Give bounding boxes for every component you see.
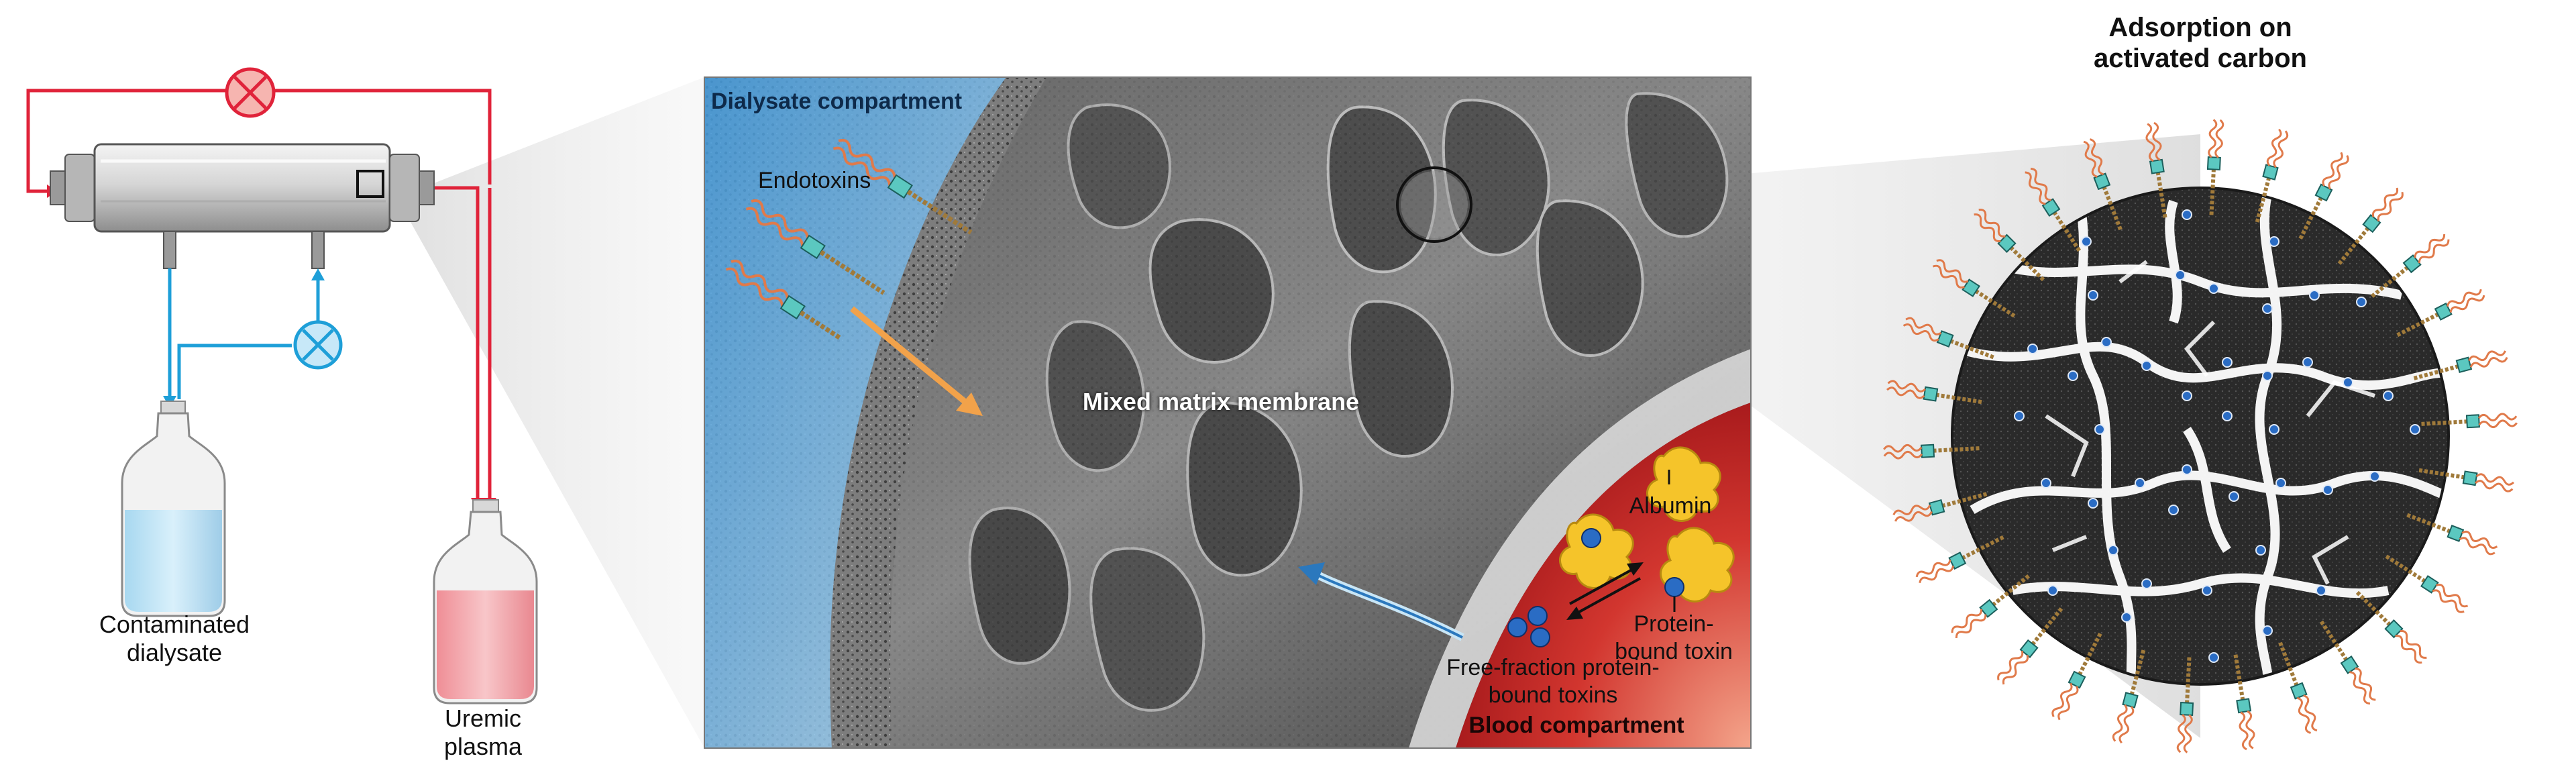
endotoxin-icon bbox=[2355, 590, 2427, 664]
endotoxin-icon bbox=[2396, 289, 2485, 337]
label-blood-compartment: Blood compartment bbox=[1468, 713, 1684, 738]
endotoxin-icon bbox=[1932, 259, 2016, 318]
dialyzer-cartridge-icon bbox=[50, 143, 435, 269]
label-endotoxins: Endotoxins bbox=[758, 168, 871, 193]
activated-carbon-sphere bbox=[1883, 119, 2518, 753]
endotoxin-icon bbox=[2278, 641, 2318, 734]
endotoxin-icon bbox=[2418, 468, 2514, 492]
albumin-group bbox=[1507, 446, 1735, 647]
label-dialysate-compartment: Dialysate compartment bbox=[711, 89, 963, 114]
sem-frame bbox=[704, 76, 1752, 749]
membrane-sem-panel bbox=[704, 77, 1751, 748]
endotoxin-icon bbox=[2112, 649, 2146, 744]
label-uremic-plasma: Uremic plasma bbox=[443, 704, 523, 761]
label-mixed-matrix-membrane: Mixed matrix membrane bbox=[1082, 388, 1360, 415]
endotoxin-icon bbox=[2083, 138, 2123, 231]
endotoxin-group bbox=[725, 138, 983, 416]
transport-arrow bbox=[1298, 562, 1464, 641]
endotoxin-icon bbox=[2319, 620, 2376, 705]
endotoxin-icon bbox=[2145, 121, 2167, 218]
pump-valve-icon bbox=[225, 67, 276, 118]
endotoxin-icon bbox=[2421, 413, 2518, 429]
endotoxin-icon bbox=[1886, 380, 1982, 405]
endotoxin-icon bbox=[1951, 574, 2030, 638]
dialysis-circuit bbox=[26, 67, 538, 704]
endotoxin-icon bbox=[2385, 554, 2469, 613]
endotoxin-icon bbox=[2298, 152, 2349, 240]
endotoxin-icon bbox=[1974, 209, 2045, 282]
endotoxin-icon bbox=[2051, 632, 2102, 721]
endotoxin-icon bbox=[1902, 317, 1994, 360]
label-contaminated-dialysate: Contaminated dialysate bbox=[99, 611, 250, 667]
endotoxin-icon bbox=[2371, 234, 2450, 299]
endotoxin-icon bbox=[2255, 128, 2289, 223]
endotoxin-icon bbox=[2025, 167, 2082, 252]
magnify-fan-left bbox=[388, 77, 704, 748]
endotoxin-icon bbox=[2337, 187, 2404, 265]
endotoxin-icon bbox=[1883, 443, 1980, 460]
label-adsorption: Adsorption on activated carbon bbox=[2094, 13, 2307, 73]
endotoxin-radial bbox=[1883, 119, 2518, 753]
endotoxin-icon bbox=[1915, 535, 2004, 584]
endotoxin-icon bbox=[2206, 119, 2224, 215]
label-free-fraction: Free-fraction protein-bound toxins bbox=[1446, 655, 1660, 708]
endotoxin-icon bbox=[2406, 513, 2498, 556]
endotoxin-icon bbox=[2176, 657, 2194, 753]
endotoxin-icon bbox=[1892, 492, 1988, 522]
endotoxin-icon bbox=[1997, 607, 2063, 685]
pump-valve-icon bbox=[293, 320, 343, 370]
label-protein-bound-toxin: Protein-bound toxin bbox=[1615, 611, 1733, 664]
dialysate-bottle-icon bbox=[121, 401, 226, 617]
endotoxin-icon bbox=[2233, 654, 2255, 751]
toxin-dots bbox=[2014, 209, 2420, 663]
plasma-bottle-icon bbox=[433, 499, 538, 704]
endotoxin-icon bbox=[2413, 350, 2508, 380]
label-albumin: Albumin bbox=[1629, 493, 1712, 519]
